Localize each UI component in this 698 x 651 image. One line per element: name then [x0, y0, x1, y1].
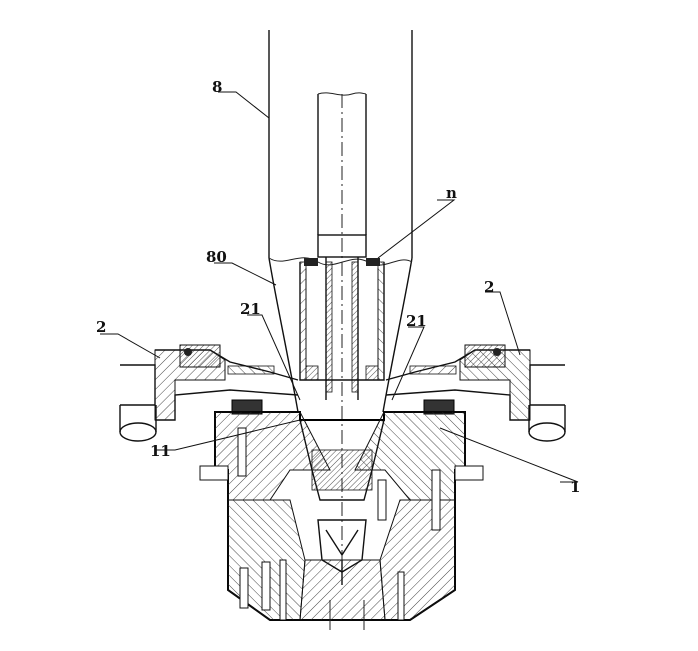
label-8: 8 — [212, 78, 222, 96]
label-2-right: 2 — [484, 278, 494, 296]
outer-tube — [268, 30, 413, 413]
bearing-housing — [299, 258, 385, 381]
leader-lines — [100, 91, 579, 483]
label-n: n — [446, 184, 457, 202]
label-1: 1 — [570, 478, 580, 496]
label-21-left: 21 — [240, 300, 261, 318]
label-21-right: 21 — [406, 312, 427, 330]
right-duct-assembly — [385, 344, 566, 442]
main-body — [199, 411, 484, 630]
left-duct-assembly — [119, 344, 299, 442]
label-11: 11 — [150, 442, 171, 460]
part-labels: 8 n 80 21 21 2 2 11 1 — [96, 78, 580, 496]
label-2-left: 2 — [96, 318, 106, 336]
label-80: 80 — [206, 248, 227, 266]
